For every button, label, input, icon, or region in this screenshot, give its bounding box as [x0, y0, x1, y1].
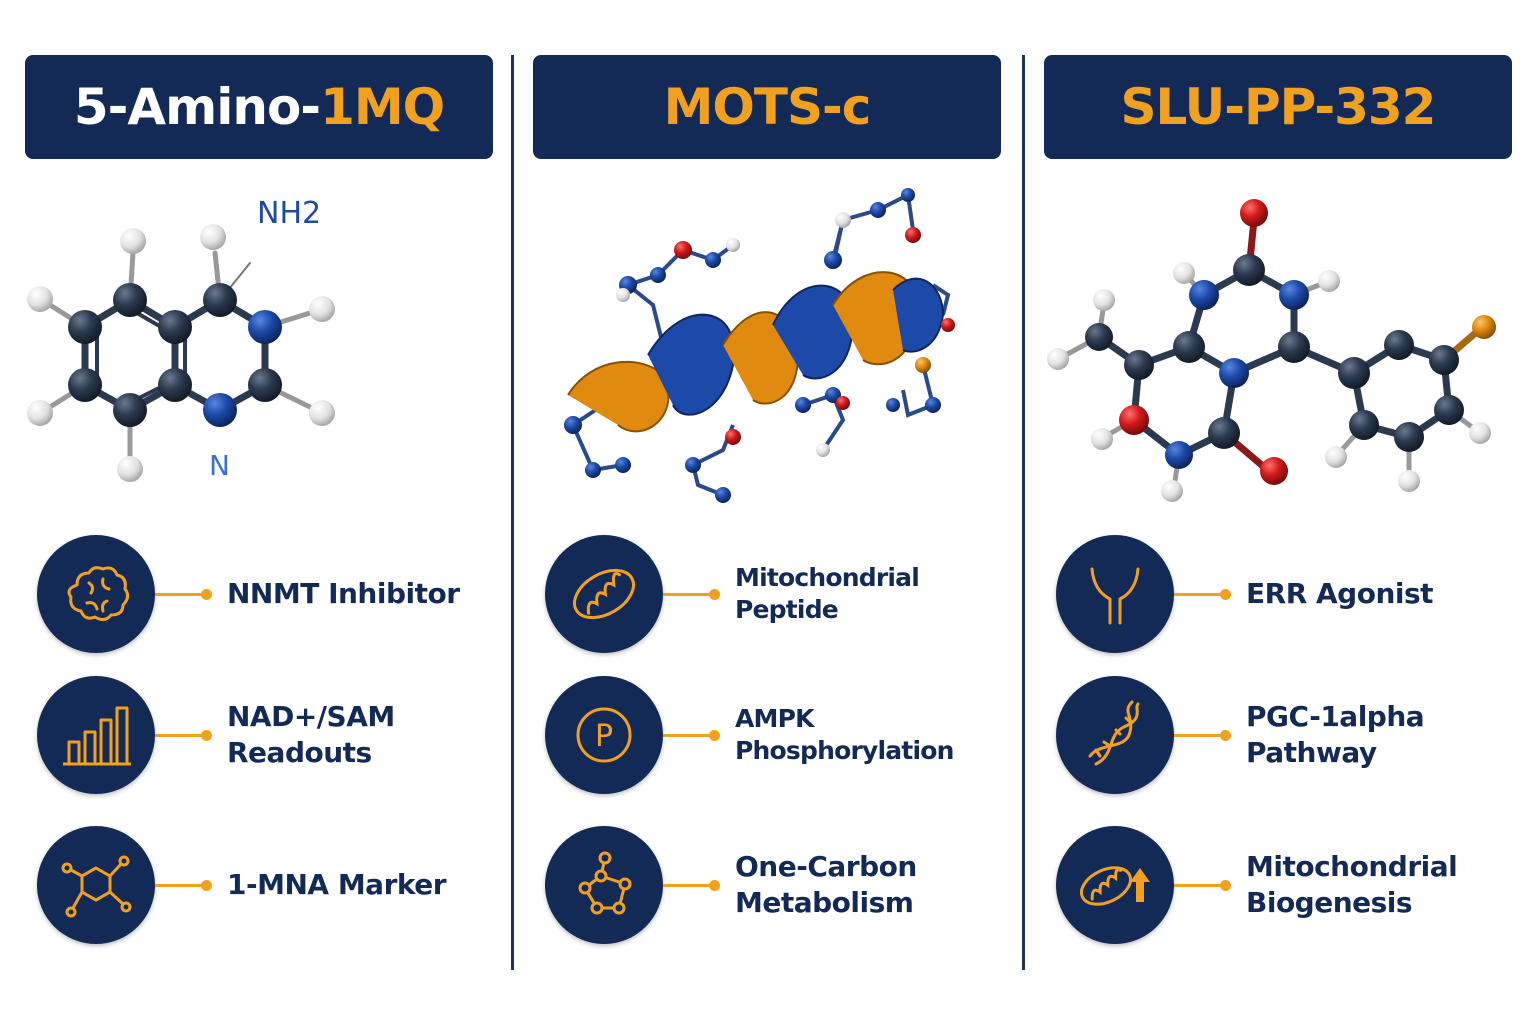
connector-line — [663, 884, 715, 887]
receptor-icon — [1056, 535, 1174, 653]
feature-pgc-1alpha-pathway: PGC-1alpha Pathway — [1056, 676, 1516, 796]
bar-chart-icon — [37, 676, 155, 794]
label-line-1: NAD+/SAM — [227, 699, 395, 733]
label-line-1: Mitochondrial Peptide — [735, 562, 920, 625]
title-part-orange: SLU-PP-332 — [1120, 78, 1437, 136]
feature-label: 1-MNA Marker — [227, 826, 517, 944]
label-line-1: 1-MNA Marker — [227, 867, 447, 901]
label-line-1: NNMT Inhibitor — [227, 576, 460, 610]
feature-label: NAD+/SAM Readouts — [227, 676, 517, 794]
dna-icon — [1056, 676, 1174, 794]
label-line-2: Pathway — [1246, 736, 1377, 769]
feature-nad-sam-readouts: NAD+/SAM Readouts — [37, 676, 497, 796]
label-line-1: AMPK Phosphorylation — [735, 703, 954, 766]
connector-line — [1174, 734, 1226, 737]
label-line-2: Metabolism — [735, 886, 914, 919]
feature-label: ERR Agonist — [1246, 535, 1536, 653]
connector-line — [155, 593, 207, 596]
p-letter: P — [595, 719, 613, 754]
title-part-white: 5-Amino- — [73, 78, 321, 136]
title-part-orange: 1MQ — [320, 78, 445, 136]
feature-label: One-Carbon Metabolism — [735, 826, 1025, 944]
molecule-5-amino-1mq: NH2 N — [25, 175, 493, 520]
feature-label: AMPK Phosphorylation — [735, 676, 1025, 794]
connector-line — [155, 884, 207, 887]
connector-line — [1174, 884, 1226, 887]
connector-dot — [201, 880, 212, 891]
feature-ampk-phosphorylation: P AMPK Phosphorylation — [545, 676, 1005, 796]
label-line-1: PGC-1alpha — [1246, 699, 1425, 733]
feature-err-agonist: ERR Agonist — [1056, 535, 1516, 655]
connector-dot — [709, 589, 720, 600]
connector-dot — [709, 880, 720, 891]
feature-label: Mitochondrial Biogenesis — [1246, 826, 1536, 944]
feature-label: NNMT Inhibitor — [227, 535, 517, 653]
connector-line — [155, 734, 207, 737]
connector-line — [663, 593, 715, 596]
label-line-1: One-Carbon — [735, 849, 917, 883]
connector-line — [1174, 593, 1226, 596]
connector-dot — [709, 730, 720, 741]
molecule-icon — [37, 826, 155, 944]
phosphate-p-icon: P — [545, 676, 663, 794]
label-line-2: Biogenesis — [1246, 886, 1413, 919]
molecule-slu-pp-332 — [1044, 175, 1512, 520]
connector-dot — [1220, 730, 1231, 741]
network-icon — [545, 826, 663, 944]
compound-title: 5-Amino-1MQ — [25, 55, 493, 159]
mitochondria-up-icon — [1056, 826, 1174, 944]
compound-title: MOTS-c — [533, 55, 1001, 159]
column-5-amino-1mq: 5-Amino-1MQ — [25, 0, 493, 1024]
connector-dot — [1220, 589, 1231, 600]
feature-label: PGC-1alpha Pathway — [1246, 676, 1536, 794]
label-line-1: ERR Agonist — [1246, 576, 1434, 610]
column-slu-pp-332: SLU-PP-332 — [1044, 0, 1512, 1024]
molecule-mots-c-helix — [533, 175, 1001, 520]
connector-line — [663, 734, 715, 737]
feature-mitochondrial-peptide: Mitochondrial Peptide — [545, 535, 1005, 655]
nh2-label: NH2 — [257, 196, 321, 231]
brain-icon — [37, 535, 155, 653]
feature-mitochondrial-biogenesis: Mitochondrial Biogenesis — [1056, 826, 1516, 946]
feature-1-mna-marker: 1-MNA Marker — [37, 826, 497, 946]
connector-dot — [201, 589, 212, 600]
mitochondria-icon — [545, 535, 663, 653]
feature-label: Mitochondrial Peptide — [735, 535, 1025, 653]
column-divider-left — [511, 55, 514, 970]
feature-nnmt-inhibitor: NNMT Inhibitor — [37, 535, 497, 655]
compound-title: SLU-PP-332 — [1044, 55, 1512, 159]
connector-dot — [1220, 880, 1231, 891]
connector-dot — [201, 730, 212, 741]
label-line-1: Mitochondrial — [1246, 849, 1458, 883]
column-divider-right — [1022, 55, 1025, 970]
n-label: N — [209, 449, 230, 482]
column-mots-c: MOTS-c — [533, 0, 1001, 1024]
feature-one-carbon-metabolism: One-Carbon Metabolism — [545, 826, 1005, 946]
label-line-2: Readouts — [227, 736, 372, 769]
title-part-orange: MOTS-c — [663, 78, 872, 136]
